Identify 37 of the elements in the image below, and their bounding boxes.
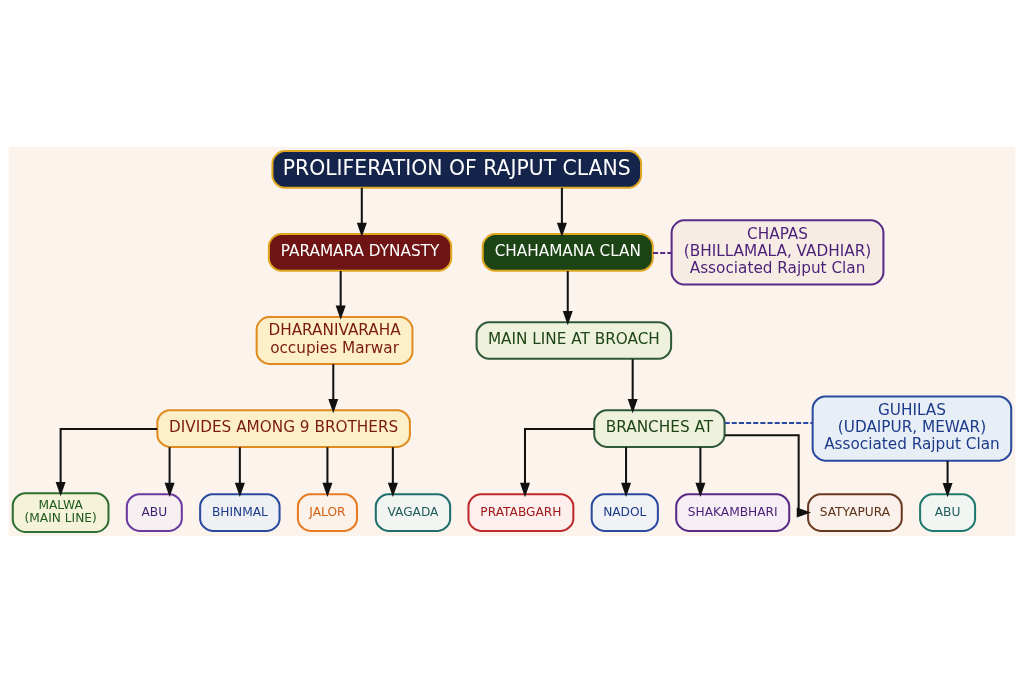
connector [724, 421, 813, 424]
arrow [621, 447, 632, 498]
node-box: CHAHAMANA CLAN [481, 233, 654, 272]
connector [653, 251, 672, 254]
node-box: MALWA (MAIN LINE) [11, 492, 110, 533]
node-box: DIVIDES AMONG 9 BROTHERS [156, 409, 411, 448]
node-box: MAIN LINE AT BROACH [475, 321, 673, 360]
node-box: CHAPAS (BHILLAMALA, VADHIAR) Associated Rajput Clan [670, 219, 885, 286]
node-box: BRANCHES AT [593, 409, 726, 448]
node-box: PROLIFERATION OF RAJPUT CLANS [271, 150, 643, 189]
node-box: DHARANIVARAHA occupies Marwar [255, 316, 414, 365]
arrow [942, 460, 953, 498]
node-box: SHAKAMBHARI [675, 493, 791, 532]
node-box: ABU [919, 493, 977, 532]
arrow [627, 359, 638, 414]
arrow [387, 447, 398, 498]
arrow [322, 447, 333, 498]
arrow [328, 364, 339, 414]
node-box: GUHILAS (UDAIPUR, MEWAR) Associated Rajput Clan [811, 395, 1013, 462]
arrow [55, 428, 158, 497]
node-box: JALOR [296, 493, 358, 532]
node-box: NADOL [590, 493, 659, 532]
node-box: BHINMAL [199, 493, 281, 532]
arrow [335, 271, 346, 320]
arrow [724, 434, 812, 518]
arrow [562, 271, 573, 326]
arrow [520, 428, 595, 498]
arrow [164, 447, 175, 498]
arrow [234, 447, 245, 498]
node-box: SATYAPURA [807, 493, 903, 532]
node-box: ABU [125, 493, 183, 532]
arrow [695, 447, 706, 498]
arrow [556, 187, 567, 238]
node-box: PRATABGARH [467, 493, 575, 532]
node-box: PARAMARA DYNASTY [267, 233, 453, 272]
node-box: VAGADA [374, 493, 452, 532]
arrow [356, 187, 367, 238]
